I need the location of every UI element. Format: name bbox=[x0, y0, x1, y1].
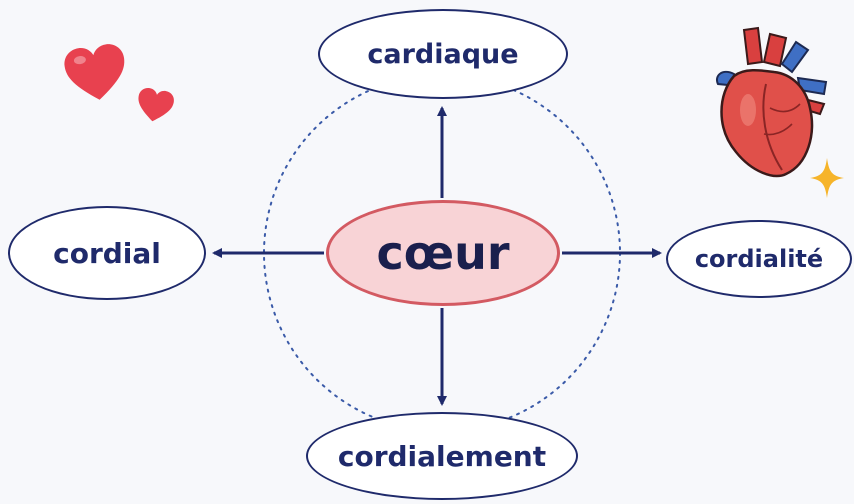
center-word-node: cœur bbox=[326, 200, 560, 306]
word-node-cordial: cordial bbox=[8, 206, 206, 300]
anatomical-heart-icon bbox=[716, 26, 828, 178]
word-label: cardiaque bbox=[367, 38, 519, 70]
word-label: cordialement bbox=[337, 439, 547, 473]
center-word-label: cœur bbox=[376, 226, 510, 280]
word-label: cordialité bbox=[694, 245, 824, 273]
word-label: cordial bbox=[53, 236, 161, 270]
heart-icon bbox=[64, 44, 125, 100]
word-node-cordialement: cordialement bbox=[306, 412, 578, 500]
sparkle-icon bbox=[810, 158, 844, 198]
heart-icon bbox=[138, 88, 174, 122]
word-node-cordialite: cordialité bbox=[666, 220, 852, 298]
word-node-cardiaque: cardiaque bbox=[318, 9, 568, 99]
